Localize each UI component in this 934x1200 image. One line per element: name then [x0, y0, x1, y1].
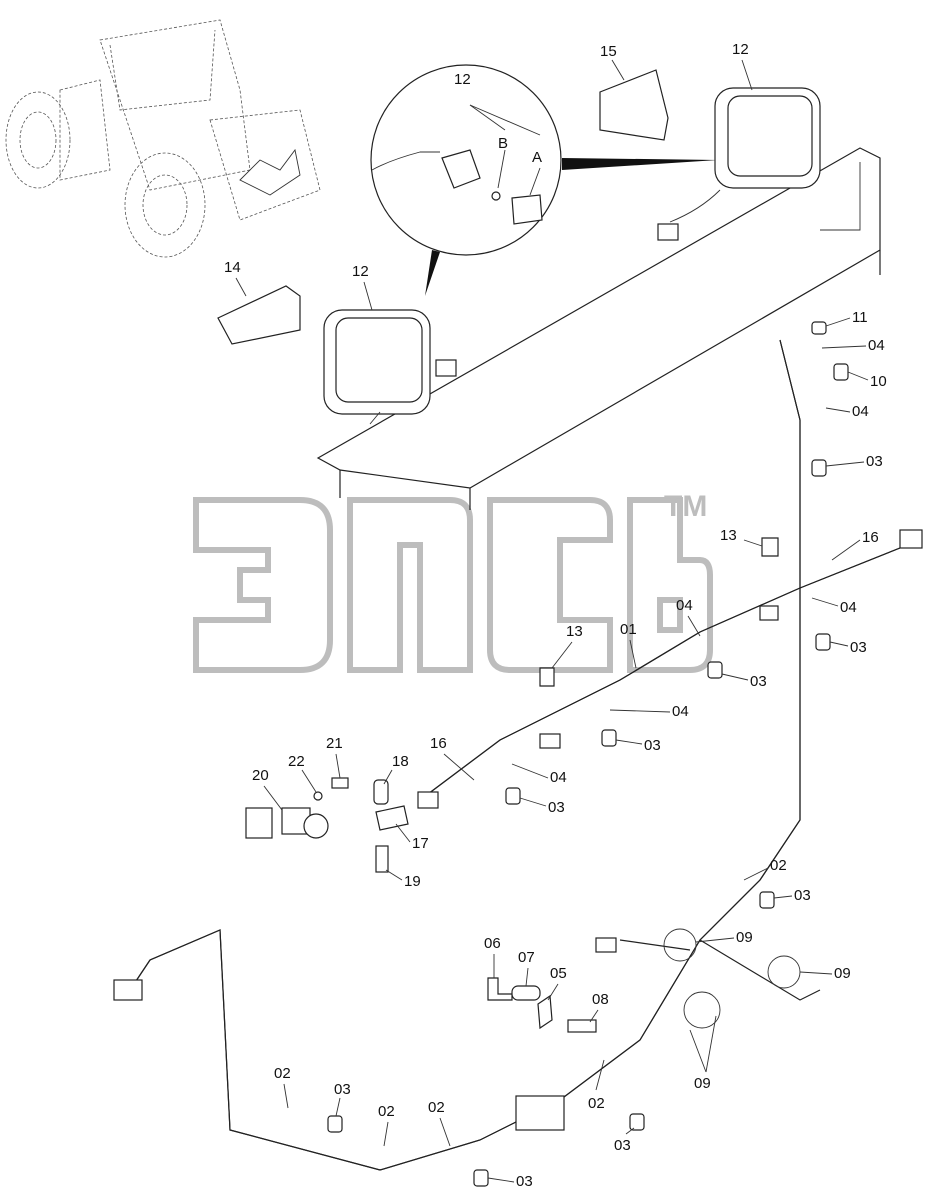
callout-13-b: 13	[566, 623, 583, 640]
callout-09-c: 09	[694, 1075, 711, 1092]
work-lamp-left: 12	[323, 263, 457, 425]
callout-06: 06	[484, 935, 501, 952]
work-lamp-right: 12	[657, 41, 821, 241]
bracket-14: 14	[217, 259, 301, 345]
callout-02-d: 02	[428, 1099, 445, 1116]
watermark-logo: TM	[193, 490, 713, 673]
callout-04-b: 04	[852, 403, 869, 420]
callout-20: 20	[252, 767, 269, 784]
callout-12-left: 12	[352, 263, 369, 280]
watermark-tm: TM	[664, 490, 707, 523]
callout-22: 22	[288, 753, 305, 770]
callout-03-e: 03	[548, 799, 565, 816]
upper-right-callouts: 11 04 10 04 03 13 16 04 03	[720, 309, 887, 656]
callout-04-d: 04	[676, 597, 693, 614]
callout-02-e: 02	[588, 1095, 605, 1112]
callout-16-a: 16	[862, 529, 879, 546]
callout-09-b: 09	[834, 965, 851, 982]
callout-12-right: 12	[732, 41, 749, 58]
relay-20: 20	[245, 767, 329, 839]
callout-03-g: 03	[334, 1081, 351, 1098]
callout-01: 01	[620, 621, 637, 638]
spacer-18-bracket-17-bolt-19: 18 17 19	[373, 753, 429, 890]
callout-04-e: 04	[672, 703, 689, 720]
callout-05: 05	[550, 965, 567, 982]
bottom-callouts: 02 03 02 02 03 02 03	[274, 1059, 645, 1190]
callout-21: 21	[326, 735, 343, 752]
parts-05-08: 06 07 05 08	[484, 935, 609, 1033]
callout-11: 11	[852, 309, 868, 326]
callout-07: 07	[518, 949, 535, 966]
callout-04-a: 04	[868, 337, 885, 354]
callout-15: 15	[600, 43, 617, 60]
callout-17: 17	[412, 835, 429, 852]
washer-22-bolt-21: 22 21	[288, 735, 349, 801]
callout-04-f: 04	[550, 769, 567, 786]
callout-14: 14	[224, 259, 241, 276]
callout-03-b: 03	[850, 639, 867, 656]
bracket-15: 15	[599, 43, 669, 141]
detail-label-b: B	[498, 135, 508, 152]
mounting-plate	[316, 147, 881, 510]
callout-19: 19	[404, 873, 421, 890]
callout-03-i: 03	[614, 1137, 631, 1154]
harness-01: 01	[417, 529, 923, 809]
callout-03-f: 03	[794, 887, 811, 904]
callout-03-a: 03	[866, 453, 883, 470]
callout-03-h: 03	[516, 1173, 533, 1190]
callout-18: 18	[392, 753, 409, 770]
harness-trunk	[113, 339, 821, 1171]
callout-10: 10	[870, 373, 887, 390]
detail-magnifier: 12 B A	[370, 64, 718, 296]
tractor-location-thumbnail	[5, 19, 321, 258]
callout-08: 08	[592, 991, 609, 1008]
lower-right-callouts: 02 03 09 09 09	[689, 857, 851, 1092]
callout-16-b: 16	[430, 735, 447, 752]
callout-12-detail: 12	[454, 71, 471, 88]
callout-02-c: 02	[378, 1103, 395, 1120]
middle-callouts: 13 04 03 04 03 16 04 03	[430, 597, 767, 816]
callout-03-d: 03	[644, 737, 661, 754]
callout-09-a: 09	[736, 929, 753, 946]
detail-label-a: A	[532, 149, 542, 166]
callout-13-a: 13	[720, 527, 737, 544]
callout-02-a: 02	[770, 857, 787, 874]
callout-04-c: 04	[840, 599, 857, 616]
callout-02-b: 02	[274, 1065, 291, 1082]
callout-03-c: 03	[750, 673, 767, 690]
